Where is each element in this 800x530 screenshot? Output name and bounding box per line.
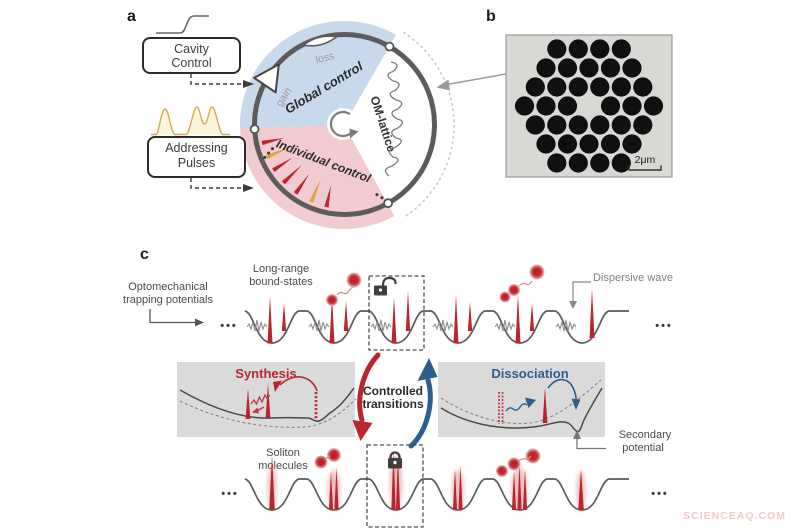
secondary-potential-arrow bbox=[573, 430, 606, 450]
cavity-control-arrow bbox=[190, 74, 254, 88]
free-soliton-pair-icon bbox=[326, 272, 362, 306]
loss-element-icon bbox=[301, 35, 339, 47]
ring-node-left bbox=[249, 124, 260, 135]
panel-c-label: c bbox=[140, 246, 149, 263]
free-soliton-chain-icon bbox=[499, 264, 545, 303]
loss-label: loss bbox=[314, 50, 335, 66]
synthesis-panel bbox=[177, 362, 355, 437]
trapping-potentials-line1: Optomechanical bbox=[128, 281, 208, 293]
dispersive-wave-arrow bbox=[569, 281, 591, 309]
watermark: SCIENCEAQ.COM bbox=[683, 510, 786, 522]
panel-b-label: b bbox=[486, 8, 496, 25]
unlock-icon bbox=[374, 276, 397, 296]
top-row-ellipsis-left: ••• bbox=[220, 320, 238, 332]
bottom-row-ellipsis-left: ••• bbox=[221, 488, 239, 500]
soliton-molecule-triple-icon bbox=[496, 448, 541, 477]
individual-control-sector bbox=[240, 125, 395, 230]
dashed-outer-arc bbox=[403, 31, 455, 219]
bottom-row-ellipsis-right: ••• bbox=[651, 488, 669, 500]
trapping-potentials-line2: trapping potentials bbox=[123, 294, 213, 306]
cavity-control-line2: Control bbox=[171, 56, 211, 70]
soliton-molecules-line2: molecules bbox=[258, 460, 308, 472]
addressing-pulses-line2: Pulses bbox=[178, 156, 216, 170]
ring-node-bottom-right bbox=[383, 198, 394, 209]
panel-b: b 2μm bbox=[436, 8, 673, 178]
global-control-sector bbox=[240, 20, 396, 129]
transition-arrow-down bbox=[352, 352, 381, 441]
dispersive-wave-label: Dispersive wave bbox=[593, 272, 673, 284]
controlled-transitions-line2: transitions bbox=[362, 397, 424, 411]
top-potential-curve bbox=[244, 310, 629, 344]
ring-node-top-right bbox=[384, 41, 395, 52]
cavity-control-line1: Cavity bbox=[174, 42, 209, 56]
bound-states-line2: bound-states bbox=[249, 276, 313, 288]
circulation-arrow-icon bbox=[329, 110, 359, 139]
om-lattice-label: OM-lattice bbox=[367, 94, 398, 154]
synthesis-label: Synthesis bbox=[235, 366, 296, 381]
bottom-row-contents bbox=[267, 451, 586, 511]
secondary-potential-line2: potential bbox=[622, 442, 664, 454]
micrograph-pointer-arrow bbox=[436, 73, 507, 91]
bottom-potential-curve bbox=[244, 478, 629, 511]
soliton-molecules-line1: Soliton bbox=[266, 447, 300, 459]
step-function-icon bbox=[156, 15, 209, 34]
scale-bar: 2μm bbox=[628, 154, 662, 171]
addressing-pulses-arrow bbox=[190, 178, 254, 192]
cavity-control-box: Cavity Control bbox=[142, 37, 241, 74]
addressing-pulses-line1: Addressing bbox=[165, 141, 228, 155]
trapping-potentials-arrow bbox=[149, 309, 204, 327]
photonic-crystal-holes bbox=[514, 39, 664, 173]
panel-a-label: a bbox=[127, 8, 136, 25]
lock-icon bbox=[388, 451, 402, 469]
om-lattice-spring-icon bbox=[384, 61, 404, 177]
unlocked-state-box bbox=[368, 275, 425, 351]
addressing-pulses-icon bbox=[151, 106, 230, 136]
soliton-molecule-pair-icon bbox=[314, 448, 341, 469]
dissociation-diagram bbox=[440, 378, 603, 433]
addressing-pulses-box: Addressing Pulses bbox=[147, 136, 246, 178]
scale-bar-label: 2μm bbox=[635, 154, 656, 166]
secondary-potential-line1: Secondary bbox=[619, 429, 672, 441]
top-row-ellipsis-right: ••• bbox=[655, 320, 673, 332]
top-row-contents bbox=[246, 289, 595, 344]
panel-c: c Optomechanical trapping potentials Lon… bbox=[123, 246, 673, 528]
gain-amplifier-icon bbox=[253, 63, 280, 94]
addressing-pulse-spikes bbox=[261, 137, 332, 208]
bound-states-line1: Long-range bbox=[253, 263, 309, 275]
transition-arrow-up bbox=[408, 358, 438, 449]
controlled-transitions-line1: Controlled bbox=[363, 384, 423, 398]
dissociation-label: Dissociation bbox=[491, 366, 568, 381]
locked-state-box bbox=[366, 444, 424, 528]
synthesis-diagram bbox=[179, 376, 357, 428]
panel-a: a ••• ••• loss gain bbox=[127, 8, 455, 230]
